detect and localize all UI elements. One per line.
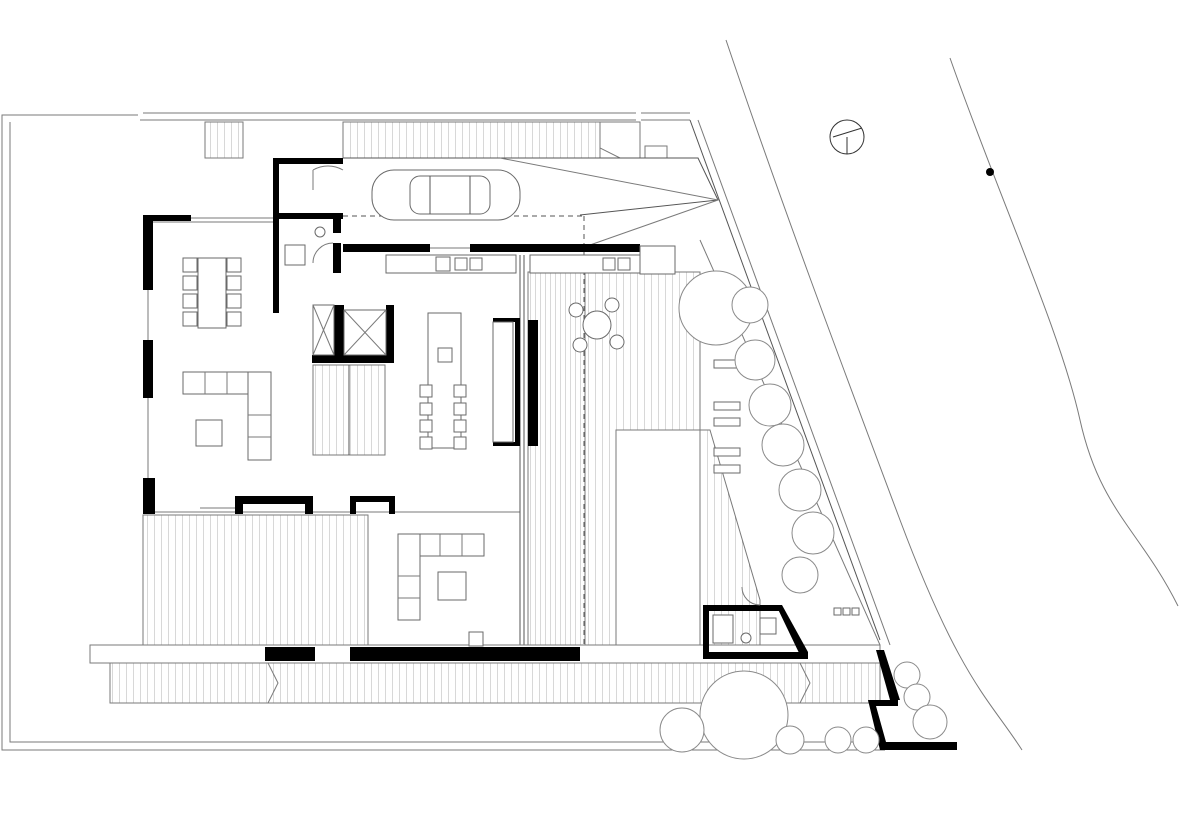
tree-icon xyxy=(761,423,805,467)
bathroom xyxy=(284,226,860,644)
doors xyxy=(312,165,761,606)
tree-icon xyxy=(912,704,948,740)
tree-icon xyxy=(852,726,880,754)
lounge-sofa xyxy=(397,533,485,647)
sun-loungers xyxy=(713,359,741,474)
tree-icon xyxy=(775,725,805,755)
outdoor-table xyxy=(568,297,625,353)
tree-icon xyxy=(659,707,705,753)
site-boundary xyxy=(1,112,885,751)
dining-table xyxy=(182,257,242,329)
trees xyxy=(659,270,948,760)
top-deck-left xyxy=(204,121,244,159)
street-edge xyxy=(725,39,1179,751)
tree-icon xyxy=(903,683,931,711)
tree-icon xyxy=(731,286,769,324)
survey-point-icon xyxy=(986,168,994,176)
walls xyxy=(143,158,957,750)
tree-icon xyxy=(824,726,852,754)
top-ramp xyxy=(599,121,641,159)
tree-icon xyxy=(748,383,792,427)
tree-icon xyxy=(778,468,822,512)
kitchen xyxy=(385,245,676,449)
north-arrow-icon xyxy=(829,119,865,155)
windows xyxy=(147,217,470,509)
pool xyxy=(615,429,701,646)
terrace-west xyxy=(142,514,369,646)
living-sofa xyxy=(182,371,272,461)
tree-icon xyxy=(699,670,789,760)
car-icon xyxy=(371,169,521,221)
stairs xyxy=(312,304,387,456)
top-deck xyxy=(342,121,601,159)
tree-icon xyxy=(781,556,819,594)
kitchen-chairs xyxy=(419,384,467,450)
tree-icon xyxy=(734,339,776,381)
tree-icon xyxy=(791,511,835,555)
